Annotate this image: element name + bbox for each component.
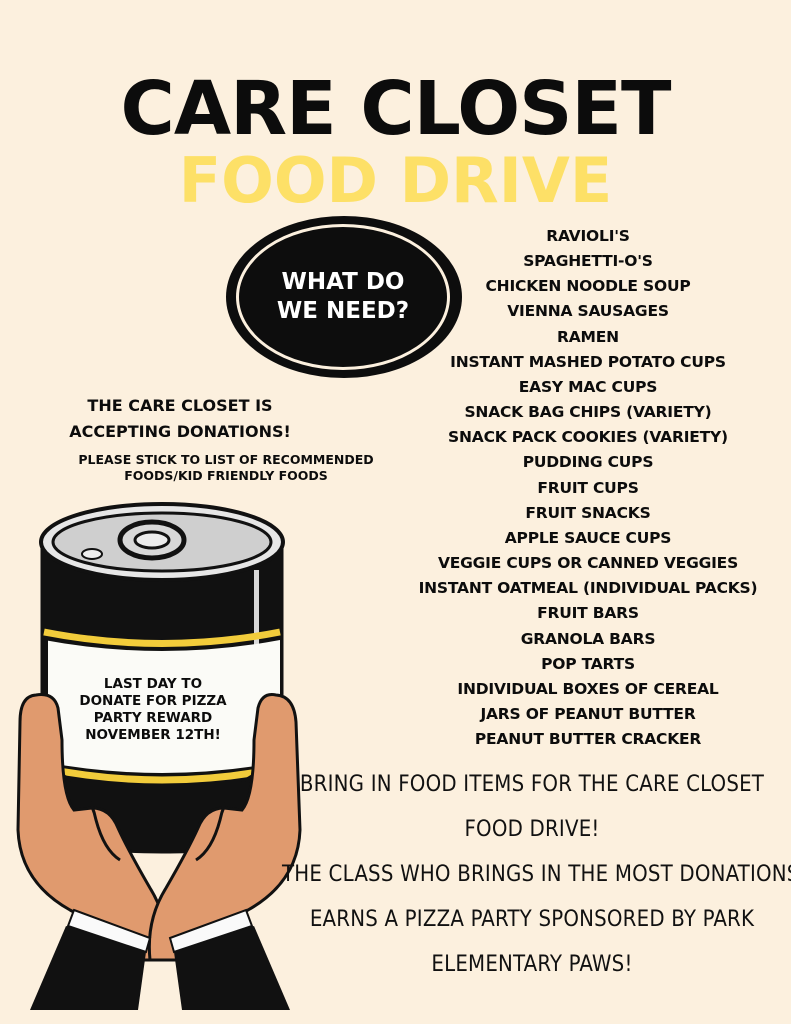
bring-in-food-text: BRING IN FOOD ITEMS FOR THE CARE CLOSET …	[282, 762, 791, 987]
list-item: VEGGIE CUPS OR CANNED VEGGIES	[437, 554, 739, 573]
bring-line-3: THE CLASS WHO BRINGS IN THE MOST DONATIO…	[282, 862, 791, 887]
list-item: JARS OF PEANUT BUTTER	[480, 704, 696, 723]
list-item: POP TARTS	[541, 654, 635, 673]
bring-line-5: ELEMENTARY PAWS!	[431, 952, 633, 977]
list-item: SNACK BAG CHIPS (VARIETY)	[464, 403, 712, 422]
accepting-line-1: THE CARE CLOSET IS	[87, 396, 273, 415]
list-item: SNACK PACK COOKIES (VARIETY)	[448, 428, 728, 447]
hands-holding-can-icon	[16, 502, 302, 1010]
list-item: GRANOLA BARS	[520, 629, 656, 648]
bring-line-2: FOOD DRIVE!	[464, 817, 600, 842]
badge-ring	[236, 224, 450, 370]
can-label-line-2: DONATE FOR PIZZA	[79, 693, 227, 709]
title-food-drive: FOOD DRIVE	[178, 144, 613, 217]
bring-line-1: BRING IN FOOD ITEMS FOR THE CARE CLOSET	[299, 772, 765, 797]
please-line-1: PLEASE STICK TO LIST OF RECOMMENDED	[78, 452, 374, 467]
list-item: INDIVIDUAL BOXES OF CEREAL	[457, 679, 719, 698]
list-item: EASY MAC CUPS	[518, 377, 658, 396]
list-item: FRUIT BARS	[537, 604, 639, 623]
list-item: FRUIT SNACKS	[525, 503, 651, 522]
list-item: FRUIT CUPS	[537, 478, 639, 497]
list-item: CHICKEN NOODLE SOUP	[485, 277, 691, 296]
accepting-line-2: ACCEPTING DONATIONS!	[69, 422, 291, 441]
badge-line-2: WE NEED?	[276, 298, 410, 324]
needs-list: RAVIOLI'S SPAGHETTI-O'S CHICKEN NOODLE S…	[390, 224, 786, 752]
list-item: SPAGHETTI-O'S	[523, 252, 653, 271]
list-item: RAMEN	[557, 327, 619, 346]
list-item: APPLE SAUCE CUPS	[504, 528, 672, 547]
list-item: INSTANT MASHED POTATO CUPS	[450, 352, 726, 371]
accepting-donations-text: THE CARE CLOSET IS ACCEPTING DONATIONS!	[30, 393, 330, 445]
list-item: INSTANT OATMEAL (INDIVIDUAL PACKS)	[418, 579, 758, 598]
can-label-line-3: PARTY REWARD	[93, 710, 213, 726]
bring-line-4: EARNS A PIZZA PARTY SPONSORED BY PARK	[309, 907, 755, 932]
list-item: PEANUT BUTTER CRACKER	[474, 730, 702, 749]
please-line-2: FOODS/KID FRIENDLY FOODS	[124, 468, 328, 483]
badge-text: WHAT DO WE NEED?	[240, 268, 446, 326]
can-label-line-4: NOVEMBER 12TH!	[85, 727, 221, 743]
please-note-text: PLEASE STICK TO LIST OF RECOMMENDED FOOD…	[40, 452, 412, 484]
list-item: RAVIOLI'S	[546, 227, 630, 245]
can-label-line-1: LAST DAY TO	[103, 676, 203, 692]
badge-line-1: WHAT DO	[281, 269, 405, 295]
title-care-closet: CARE CLOSET	[120, 66, 672, 152]
list-item: PUDDING CUPS	[522, 453, 654, 472]
can-label-text: LAST DAY TO DONATE FOR PIZZA PARTY REWAR…	[60, 676, 246, 744]
list-item: VIENNA SAUSAGES	[507, 302, 669, 321]
